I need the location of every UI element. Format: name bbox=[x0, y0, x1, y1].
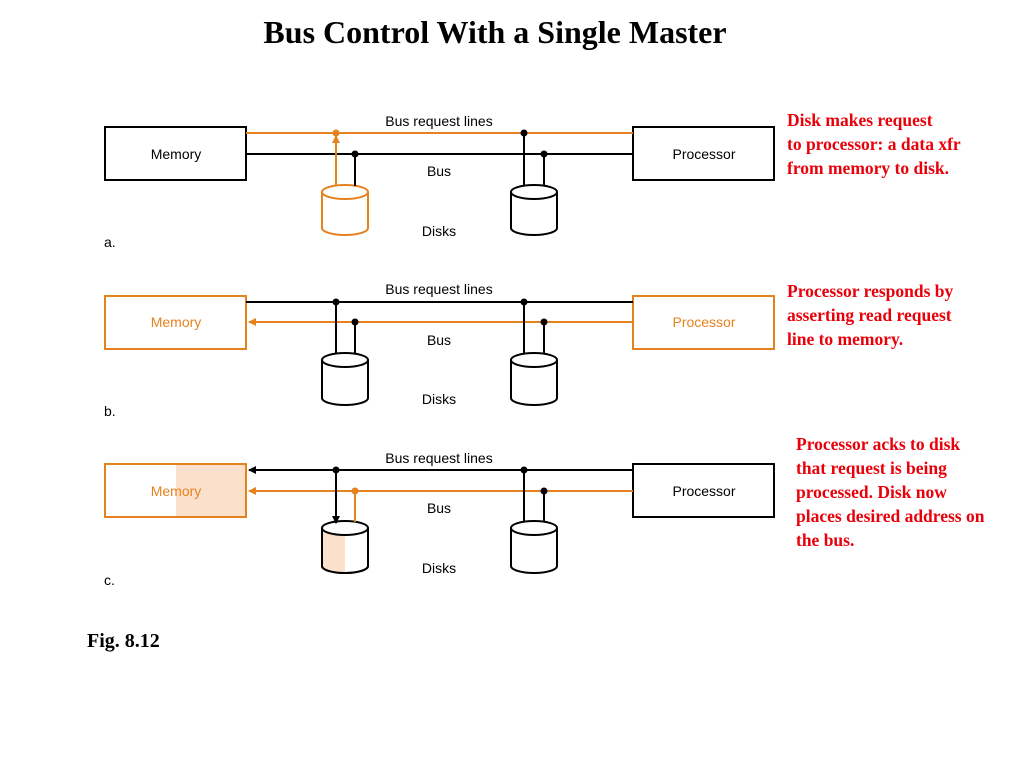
junction-dot bbox=[332, 298, 340, 306]
processor-label: Processor bbox=[672, 483, 735, 499]
junction-dot bbox=[520, 298, 528, 306]
caption-b: Processor responds by asserting read req… bbox=[787, 281, 954, 349]
panel-label: c. bbox=[104, 572, 115, 588]
junction-dot bbox=[540, 318, 548, 326]
disk-right bbox=[510, 520, 558, 574]
memory-label: Memory bbox=[151, 146, 202, 162]
panel-c: Memory Processor Bus request lines Bus D… bbox=[104, 450, 775, 588]
junction-dot bbox=[351, 150, 359, 158]
panel-a: Memory Processor Bus request lines Bus D… bbox=[104, 113, 775, 250]
panel-label: b. bbox=[104, 403, 116, 419]
page-title: Bus Control With a Single Master bbox=[263, 14, 727, 50]
disk-right bbox=[510, 352, 558, 406]
junction-dot bbox=[351, 318, 359, 326]
junction-dot bbox=[520, 466, 528, 474]
disks-label: Disks bbox=[422, 223, 456, 239]
disk-right bbox=[510, 184, 558, 236]
memory-box bbox=[104, 295, 247, 350]
junction-dot bbox=[332, 466, 340, 474]
disks-label: Disks bbox=[422, 391, 456, 407]
caption-a: Disk makes request to processor: a data … bbox=[787, 110, 961, 178]
panel-b: Memory Processor Bus request lines Bus D… bbox=[104, 281, 775, 419]
caption-c: Processor acks to disk that request is b… bbox=[796, 434, 985, 550]
bus-label: Bus bbox=[427, 332, 451, 348]
memory-label: Memory bbox=[151, 483, 202, 499]
disk-left bbox=[321, 352, 369, 406]
junction-dot bbox=[540, 150, 548, 158]
junction-dot bbox=[540, 487, 548, 495]
memory-highlight bbox=[176, 465, 245, 516]
memory-label: Memory bbox=[151, 314, 202, 330]
panel-label: a. bbox=[104, 234, 116, 250]
bus-label: Bus bbox=[427, 500, 451, 516]
processor-label: Processor bbox=[672, 146, 735, 162]
bus-request-label: Bus request lines bbox=[385, 450, 492, 466]
bus-request-label: Bus request lines bbox=[385, 113, 492, 129]
processor-box bbox=[632, 463, 775, 518]
disk-left bbox=[321, 520, 369, 574]
disk-left bbox=[321, 184, 369, 236]
junction-dot bbox=[351, 487, 359, 495]
processor-box bbox=[632, 126, 775, 181]
bus-request-label: Bus request lines bbox=[385, 281, 492, 297]
processor-box bbox=[632, 295, 775, 350]
junction-dot bbox=[332, 129, 340, 137]
memory-box bbox=[104, 126, 247, 181]
figure-label: Fig. 8.12 bbox=[87, 630, 160, 652]
junction-dot bbox=[520, 129, 528, 137]
processor-label: Processor bbox=[672, 314, 735, 330]
bus-label: Bus bbox=[427, 163, 451, 179]
disks-label: Disks bbox=[422, 560, 456, 576]
